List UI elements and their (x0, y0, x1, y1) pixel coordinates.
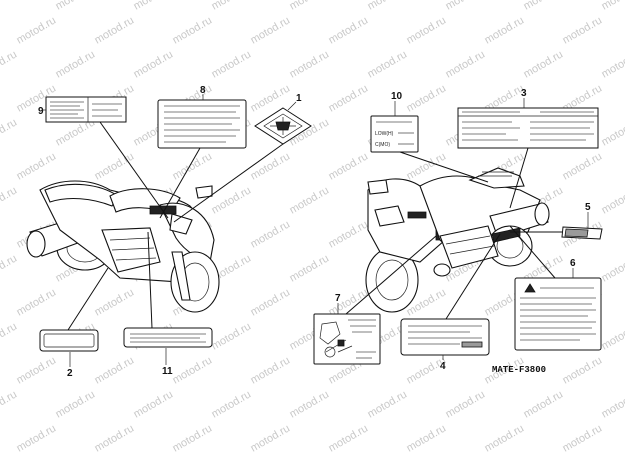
callout-9: 9 (38, 106, 44, 117)
watermark-text: motod.ru (561, 354, 605, 386)
watermark-text: motod.ru (288, 388, 332, 420)
watermark-text: motod.ru (93, 14, 137, 46)
label-part-3 (458, 108, 598, 148)
watermark-text: motod.ru (522, 0, 566, 13)
watermark-text: motod.ru (600, 388, 625, 420)
watermark-text: motod.ru (0, 252, 19, 284)
watermark-text: motod.ru (444, 388, 488, 420)
callout-6: 6 (570, 258, 576, 269)
watermark-text: motod.ru (0, 0, 19, 13)
watermark-text: motod.ru (15, 14, 59, 46)
watermark-text: motod.ru (405, 14, 449, 46)
watermark-text: motod.ru (405, 422, 449, 454)
label-part-4 (401, 319, 489, 355)
watermark-text: motod.ru (600, 184, 625, 216)
diagram-reference: MATE-F3800 (492, 365, 546, 375)
watermark-text: motod.ru (15, 150, 59, 182)
watermark-text: motod.ru (327, 14, 371, 46)
watermark-text: motod.ru (0, 388, 19, 420)
watermark-text: motod.ru (366, 48, 410, 80)
label-part-5 (562, 227, 602, 239)
watermark-text: motod.ru (249, 218, 293, 250)
watermark-text: motod.ru (0, 48, 19, 80)
label-part-7 (314, 314, 380, 364)
watermark-text: motod.ru (15, 422, 59, 454)
watermark-text: motod.ru (483, 14, 527, 46)
watermark-text: motod.ru (210, 48, 254, 80)
watermark-text: motod.ru (483, 422, 527, 454)
watermark-text: motod.ru (54, 0, 98, 13)
watermark-text: motod.ru (600, 48, 625, 80)
watermark-text: motod.ru (600, 320, 625, 352)
label-part-6 (515, 278, 601, 350)
watermark-text: motod.ru (249, 150, 293, 182)
watermark-text: motod.ru (288, 48, 332, 80)
callout-11: 11 (162, 366, 173, 377)
watermark-text: motod.ru (444, 48, 488, 80)
watermark-text: motod.ru (0, 116, 19, 148)
watermark-text: motod.ru (561, 14, 605, 46)
watermark-text: motod.ru (210, 184, 254, 216)
watermark-text: motod.ru (249, 422, 293, 454)
watermark-text: motod.ru (522, 48, 566, 80)
watermark-text: motod.ru (600, 116, 625, 148)
watermark-text: motod.ru (288, 252, 332, 284)
watermark-text: motod.ru (327, 218, 371, 250)
watermark-text: motod.ru (171, 150, 215, 182)
watermark-text: motod.ru (561, 422, 605, 454)
watermark-text: motod.ru (15, 354, 59, 386)
watermark-text: motod.ru (405, 82, 449, 114)
watermark-text: motod.ru (249, 286, 293, 318)
watermark-text: motod.ru (366, 388, 410, 420)
watermark-text: motod.ru (93, 422, 137, 454)
callout-10: 10 (391, 91, 403, 102)
watermark-text: motod.ru (15, 286, 59, 318)
watermark-text: motod.ru (561, 150, 605, 182)
watermark-text: motod.ru (210, 320, 254, 352)
watermark-text: motod.ru (600, 0, 625, 13)
callout-1: 1 (296, 93, 302, 104)
watermark-text: motod.ru (171, 422, 215, 454)
label-part-11 (124, 328, 212, 347)
watermark-text: motod.ru (327, 422, 371, 454)
label-part-8 (158, 100, 246, 148)
label-part-10: LOW(H) C(MO) (371, 116, 418, 152)
watermark-text: motod.ru (366, 0, 410, 13)
watermark-text: motod.ru (522, 388, 566, 420)
label-part-2 (40, 330, 98, 351)
watermark-text: motod.ru (288, 184, 332, 216)
watermark-text: motod.ru (54, 388, 98, 420)
watermark-text: motod.ru (54, 48, 98, 80)
watermark-text: motod.ru (171, 14, 215, 46)
watermark-text: motod.ru (93, 286, 137, 318)
watermark-text: motod.ru (327, 82, 371, 114)
watermark-text: motod.ru (132, 48, 176, 80)
watermark-text: motod.ru (327, 150, 371, 182)
watermark-text: motod.ru (93, 354, 137, 386)
label-10-line2: C(MO) (375, 142, 390, 148)
watermark-text: motod.ru (171, 354, 215, 386)
watermark-text: motod.ru (132, 388, 176, 420)
watermark-text: motod.ru (93, 150, 137, 182)
callout-2: 2 (67, 368, 73, 379)
watermark-text: motod.ru (600, 252, 625, 284)
callout-4: 4 (440, 361, 446, 372)
label-10-line1: LOW(H) (375, 131, 394, 137)
watermark-text: motod.ru (0, 184, 19, 216)
watermark-text: motod.ru (249, 354, 293, 386)
label-part-9 (46, 97, 126, 122)
watermark-text: motod.ru (288, 0, 332, 13)
watermark-text: motod.ru (249, 14, 293, 46)
watermark-text: motod.ru (0, 320, 19, 352)
callout-3: 3 (521, 88, 527, 99)
watermark-text: motod.ru (132, 0, 176, 13)
callout-7: 7 (335, 293, 341, 304)
watermark-text: motod.ru (444, 0, 488, 13)
watermark-text: motod.ru (210, 0, 254, 13)
watermark-text: motod.ru (210, 388, 254, 420)
callout-5: 5 (585, 202, 591, 213)
